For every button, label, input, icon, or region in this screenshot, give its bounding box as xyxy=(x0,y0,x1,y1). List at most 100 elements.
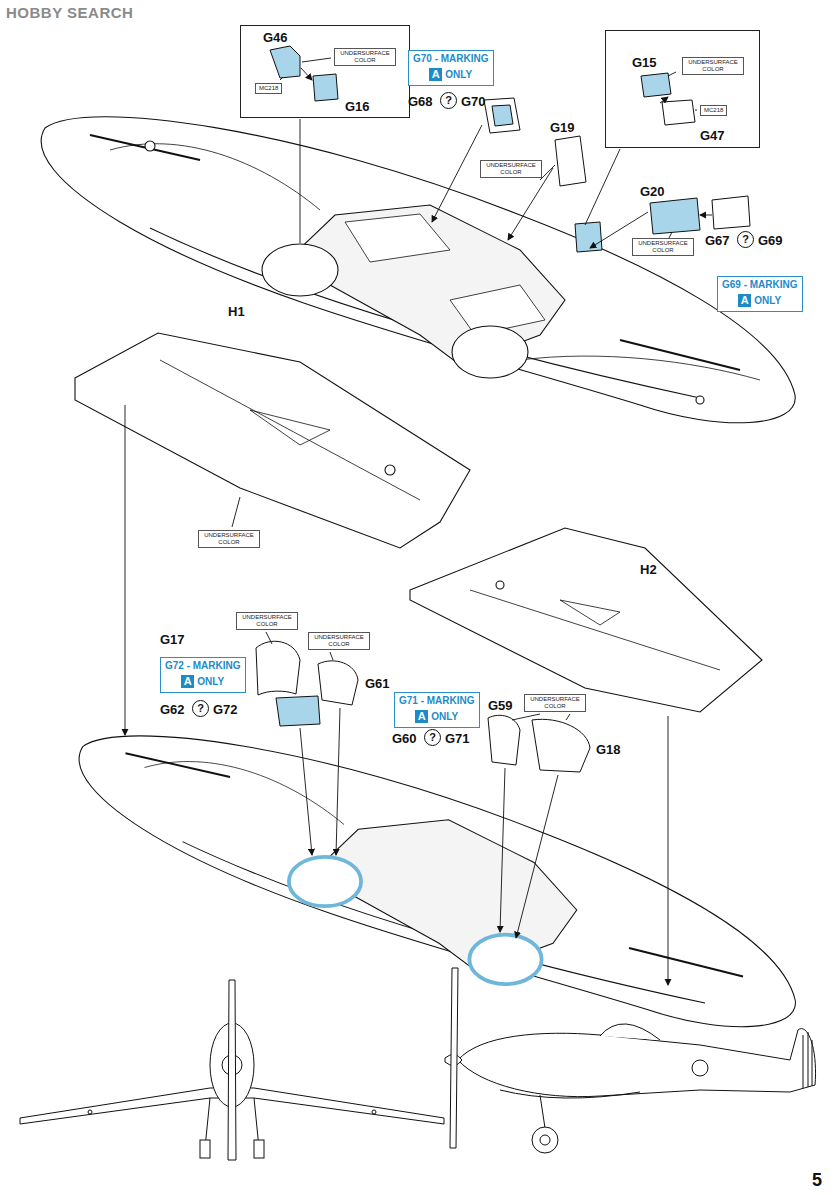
alternative-symbol: ? xyxy=(192,700,209,717)
front-view xyxy=(20,980,444,1160)
part-g15 xyxy=(641,73,671,97)
gear-leg xyxy=(540,1095,545,1128)
gun-slot xyxy=(126,753,231,777)
panel-line xyxy=(145,762,345,825)
callout-number: G71 xyxy=(445,731,470,746)
marking-letter: A xyxy=(415,710,428,723)
panel-detail xyxy=(496,581,504,589)
callout-number: G69 xyxy=(758,233,783,248)
watermark: HOBBY SEARCH xyxy=(6,4,133,21)
paint-code-text: MC218 xyxy=(259,85,278,91)
alternative-symbol: ? xyxy=(424,729,441,746)
arrow xyxy=(300,728,312,855)
color-callout: UNDERSURFACE COLOR xyxy=(236,612,298,630)
callout-number: G59 xyxy=(488,698,513,713)
gun-slot xyxy=(629,948,743,977)
callout-number: G60 xyxy=(392,731,417,746)
callout-number: G72 xyxy=(213,702,238,717)
fuselage xyxy=(458,1029,816,1097)
marking-only: ONLY xyxy=(197,676,224,687)
marking-title: G71 - MARKING xyxy=(399,695,475,706)
panel-detail xyxy=(145,141,155,151)
wing-outline xyxy=(410,528,762,712)
inset-leader xyxy=(585,149,620,225)
part-g46 xyxy=(270,46,300,78)
color-callout: UNDERSURFACE COLOR xyxy=(524,694,586,712)
gun-slot xyxy=(620,340,740,370)
marking-only: ONLY xyxy=(431,711,458,722)
marking-row: AONLY xyxy=(722,291,798,309)
leader xyxy=(512,714,540,720)
wing-outline xyxy=(75,333,470,548)
callout-number: G67 xyxy=(705,233,730,248)
part-g18 xyxy=(532,719,590,772)
parts xyxy=(256,46,750,772)
callout-number: G20 xyxy=(640,184,665,199)
alternative-symbol: ? xyxy=(440,92,457,109)
part-g59 xyxy=(488,715,520,765)
marking-letter: A xyxy=(429,68,442,81)
arrow xyxy=(516,775,558,938)
page-number: 5 xyxy=(812,1170,822,1191)
paint-code: MC218 xyxy=(255,83,282,94)
wheel xyxy=(200,1140,210,1158)
panel-detail xyxy=(385,465,395,475)
callout-number: G68 xyxy=(408,94,433,109)
panel-line xyxy=(160,360,420,500)
color-callout-text: UNDERSURFACE COLOR xyxy=(204,532,254,545)
canopy xyxy=(600,1024,660,1040)
arrow xyxy=(301,68,312,80)
leader xyxy=(330,652,333,660)
arrow xyxy=(432,125,482,222)
marking-letter: A xyxy=(181,675,194,688)
part-g47 xyxy=(662,100,695,125)
part-g67 xyxy=(712,196,750,229)
part-g62 xyxy=(276,696,320,726)
leader xyxy=(695,110,697,111)
callout-number: G17 xyxy=(160,632,185,647)
upper-wing-left xyxy=(75,333,470,548)
part-g17 xyxy=(256,641,300,695)
detail-inset: G46G16 UNDERSURFACE COLOR MC218 xyxy=(240,25,410,118)
rudder-stripes xyxy=(803,1032,812,1088)
gear-leg xyxy=(205,1098,259,1148)
marking-note: G72 - MARKING AONLY xyxy=(160,657,246,693)
side-view xyxy=(445,968,816,1153)
part-number: G16 xyxy=(345,99,370,114)
marking-letter: A xyxy=(738,294,751,307)
part-number: G46 xyxy=(263,30,288,45)
wheel xyxy=(254,1140,264,1158)
color-callout: UNDERSURFACE COLOR xyxy=(682,57,744,75)
assembly-line xyxy=(125,405,126,735)
leader xyxy=(232,497,240,527)
color-callout-text: UNDERSURFACE COLOR xyxy=(688,59,738,72)
callout-number: G19 xyxy=(550,120,575,135)
marking-note: G71 - MARKING AONLY xyxy=(394,692,480,728)
color-callout-text: UNDERSURFACE COLOR xyxy=(638,240,688,253)
arrow xyxy=(700,215,712,216)
bay-wall xyxy=(345,214,450,262)
wheel-well-highlight xyxy=(469,935,541,984)
part-g61 xyxy=(318,661,358,705)
arrow xyxy=(336,708,340,855)
marking-title: G72 - MARKING xyxy=(165,660,241,671)
marking-only: ONLY xyxy=(754,295,781,306)
part-number: G15 xyxy=(632,55,657,70)
part-g16 xyxy=(313,74,338,101)
detail-inset: G15G47 UNDERSURFACE COLOR MC218 xyxy=(605,30,760,148)
paint-code-text: MC218 xyxy=(704,107,723,113)
color-callout: UNDERSURFACE COLOR xyxy=(198,530,260,548)
color-callout-text: UNDERSURFACE COLOR xyxy=(314,634,364,647)
arrow xyxy=(508,168,553,240)
panel-detail xyxy=(696,396,704,404)
leader xyxy=(280,77,283,80)
panel-line xyxy=(110,144,320,210)
roundel xyxy=(692,1060,708,1076)
part-subassembly xyxy=(575,222,602,252)
color-callout-text: UNDERSURFACE COLOR xyxy=(486,162,536,175)
part-g19 xyxy=(555,136,586,186)
wheel-well-highlight xyxy=(289,857,361,906)
callout-number: H1 xyxy=(228,304,245,319)
part-number: G47 xyxy=(700,128,725,143)
color-callout-text: UNDERSURFACE COLOR xyxy=(340,50,390,63)
